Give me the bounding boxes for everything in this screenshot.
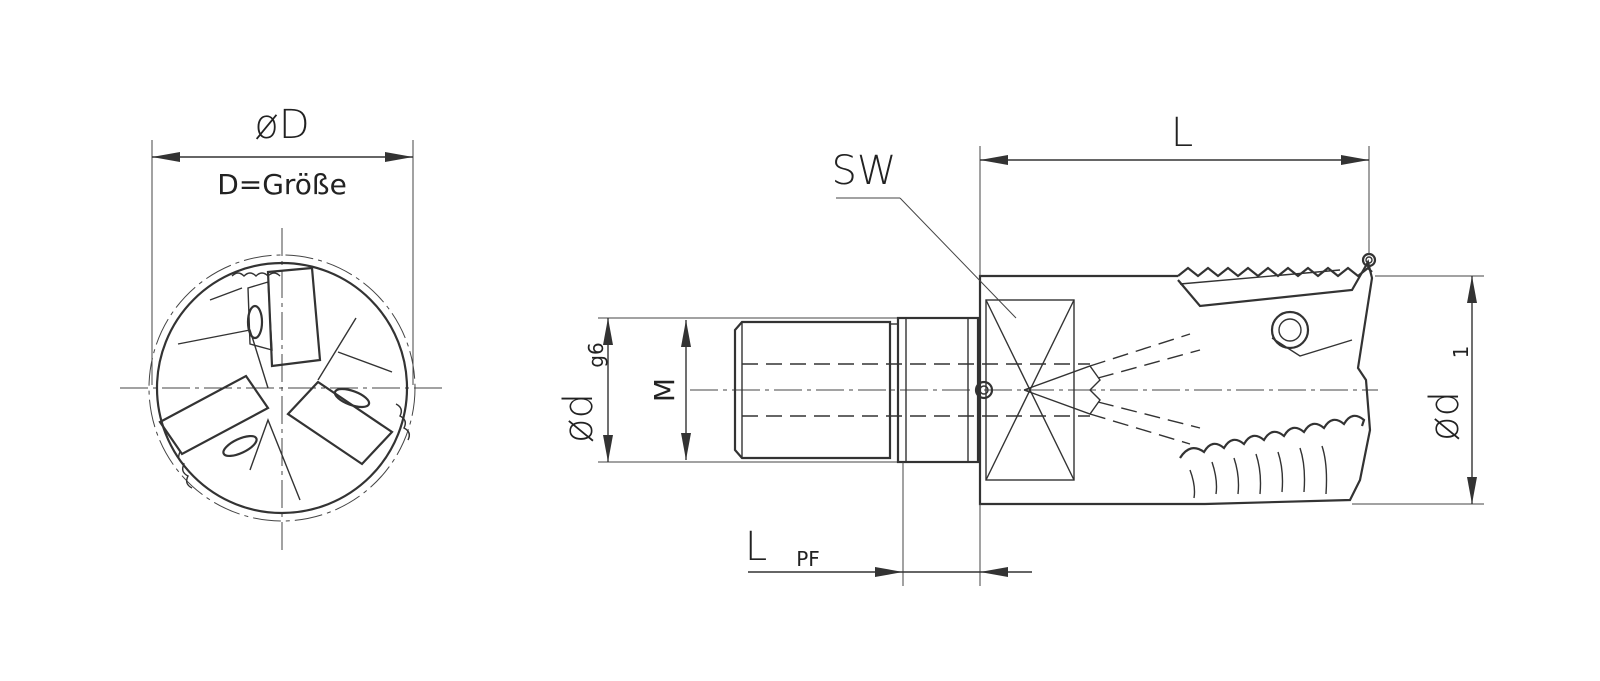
label-lpf-sub: PF bbox=[796, 547, 820, 571]
label-length-L: L bbox=[1171, 110, 1193, 156]
cutting-head bbox=[1177, 252, 1377, 506]
label-lpf-main: L bbox=[745, 524, 767, 570]
threaded-shank bbox=[733, 316, 1090, 464]
dimension-D bbox=[152, 152, 413, 162]
wrench-flat bbox=[985, 299, 1075, 481]
leader-SW bbox=[836, 197, 1017, 319]
label-d-main: ød bbox=[556, 393, 602, 443]
insert-right bbox=[286, 380, 411, 466]
end-view: øD D=Größe bbox=[120, 102, 445, 550]
label-thread-M: M bbox=[648, 378, 681, 402]
dimension-LPF bbox=[748, 567, 1032, 577]
outer-pitch-circle bbox=[148, 254, 416, 522]
dimension-d1 bbox=[1467, 276, 1477, 504]
dimension-M bbox=[681, 320, 691, 460]
insert-top bbox=[231, 266, 322, 368]
label-d-tolerance: g6 bbox=[584, 342, 608, 367]
label-SW: SW bbox=[832, 148, 897, 194]
label-size-note: D=Größe bbox=[217, 168, 347, 201]
cutter-body-circle bbox=[155, 261, 409, 515]
dimension-L bbox=[980, 155, 1369, 165]
head-body bbox=[978, 274, 1205, 506]
label-d1-main: ød bbox=[1422, 391, 1468, 441]
side-view: ød g6 M bbox=[556, 110, 1484, 586]
label-diameter-D: øD bbox=[254, 102, 309, 148]
insert-left bbox=[158, 374, 270, 489]
label-d1-sub: 1 bbox=[1449, 346, 1473, 359]
dimension-d bbox=[603, 318, 613, 462]
